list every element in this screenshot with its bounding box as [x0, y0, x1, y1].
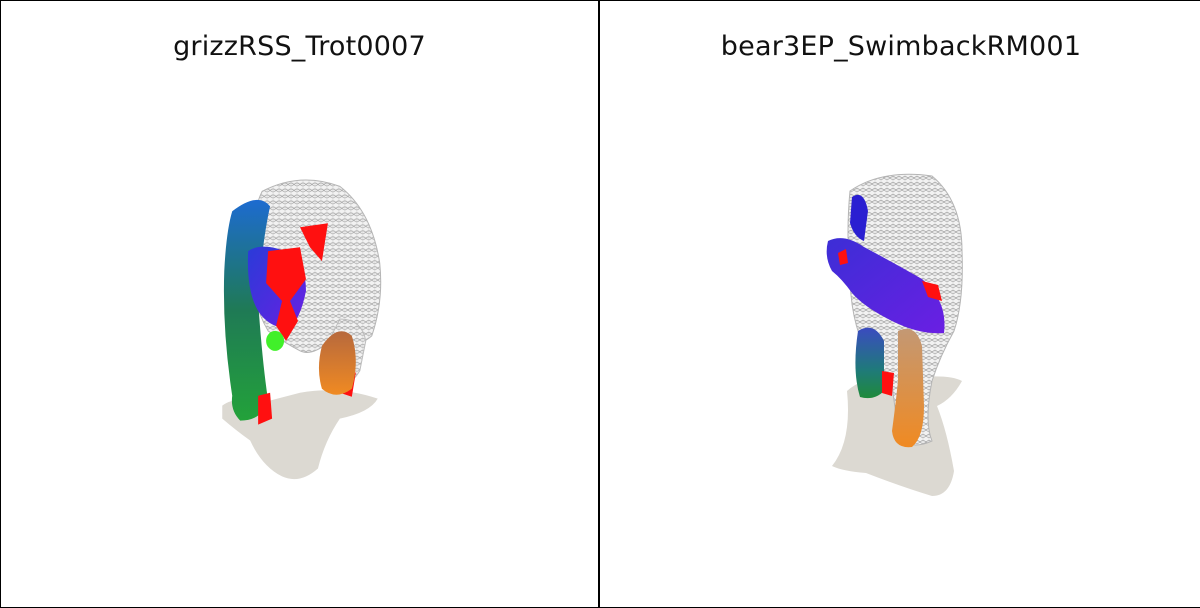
- hind-foot-orange: [318, 331, 356, 395]
- bear-render-right: [826, 173, 963, 496]
- bear-render-left: [222, 179, 382, 480]
- viewport-left[interactable]: grizzRSS_Trot0007: [1, 1, 600, 607]
- back-leg: [855, 327, 884, 399]
- front-foot-orange: [892, 328, 924, 448]
- panel-title-right: bear3EP_SwimbackRM001: [720, 31, 1082, 62]
- panel-title-left: grizzRSS_Trot0007: [173, 31, 426, 62]
- nose-green: [266, 330, 285, 351]
- viewport-right[interactable]: bear3EP_SwimbackRM001: [602, 1, 1200, 607]
- head-colored: [826, 238, 945, 334]
